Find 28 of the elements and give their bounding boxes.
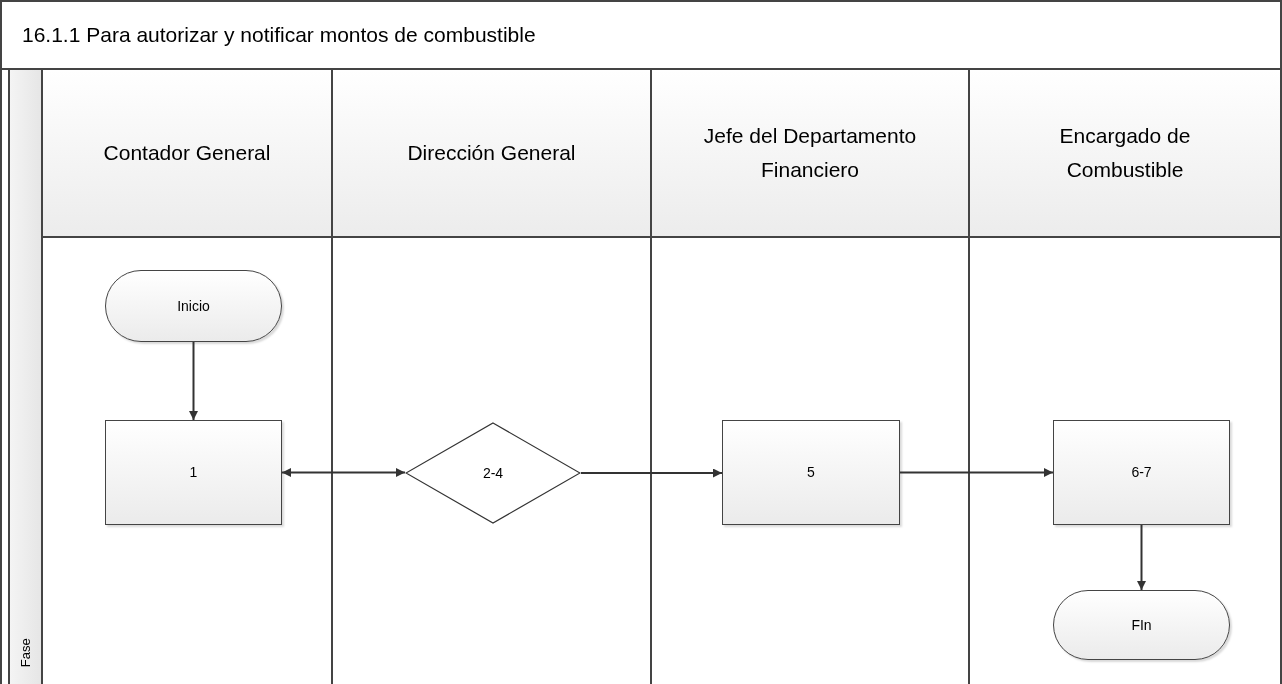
lane-title: Dirección General xyxy=(407,140,576,166)
lane-title: Jefe del Departamento Financiero xyxy=(702,123,918,183)
lane-title: Encargado de Combustible xyxy=(1058,123,1192,183)
phase-label: Fase xyxy=(16,637,34,667)
process-box xyxy=(105,420,282,525)
decision-diamond xyxy=(405,422,581,524)
terminator-label: FIn xyxy=(1131,615,1152,635)
phase-band xyxy=(8,70,43,684)
arrow xyxy=(899,468,1054,477)
arrow xyxy=(281,468,406,477)
step-number: 1 xyxy=(189,463,198,482)
process-box xyxy=(1053,420,1230,525)
terminator-shape xyxy=(1053,590,1230,660)
step-number: 6-7 xyxy=(1131,463,1152,482)
terminator-label: Inicio xyxy=(177,296,210,316)
arrow xyxy=(1137,524,1146,591)
swimlane xyxy=(970,70,1282,684)
terminator-shape xyxy=(105,270,282,342)
process-box xyxy=(722,420,900,525)
arrow xyxy=(580,468,723,478)
step-number: 5 xyxy=(807,463,815,482)
swimlane xyxy=(333,70,652,684)
lane-title: Contador General xyxy=(103,140,271,166)
arrow xyxy=(189,341,198,421)
title: 16.1.1 Para autorizar y notificar montos de combustible xyxy=(22,22,536,49)
step-number: 2-4 xyxy=(482,463,504,483)
swimlane xyxy=(43,70,333,684)
swimlane xyxy=(652,70,970,684)
